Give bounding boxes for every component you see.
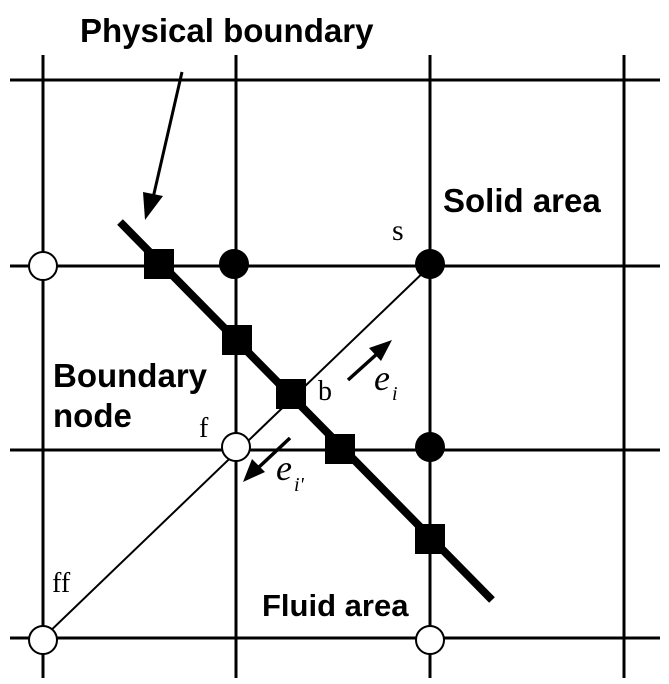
fluid-node-circle [28,251,58,281]
fluid-nodes [28,251,445,655]
boundary-node-label-line1: Boundary [53,357,208,394]
solid-nodes [219,249,445,462]
fluid-node-ff [28,625,58,655]
solid-node-circle [415,432,445,462]
solid-node-circle [219,249,249,279]
direction-arrow-e-i [346,340,392,382]
svg-text:i: i [392,383,398,405]
boundary-node-square [276,379,306,409]
boundary-node-square [144,249,174,279]
fluid-node-f [221,432,251,462]
solid-node-s [415,249,445,279]
vector-label-e-iprime: e i' [276,448,305,496]
boundary-node-square [325,434,355,464]
boundary-node-square [222,325,252,355]
node-f-label: f [199,413,209,444]
node-s-label: s [392,214,404,247]
boundary-nodes [144,249,445,554]
svg-text:i': i' [294,474,305,496]
fluid-node-circle [415,625,445,655]
boundary-node-label-line2: node [53,397,132,434]
vector-label-e-i: e i [374,358,398,405]
solid-area-label: Solid area [443,182,601,219]
boundary-node-square [415,524,445,554]
physical-boundary-arrow [143,71,184,220]
svg-text:e: e [374,358,390,398]
node-ff-label: ff [52,568,71,599]
svg-text:e: e [276,448,292,488]
fluid-area-label: Fluid area [262,588,409,623]
direction-arrow-e-iprime [243,436,292,482]
node-b-label: b [318,376,332,407]
physical-boundary-label: Physical boundary [80,12,374,49]
